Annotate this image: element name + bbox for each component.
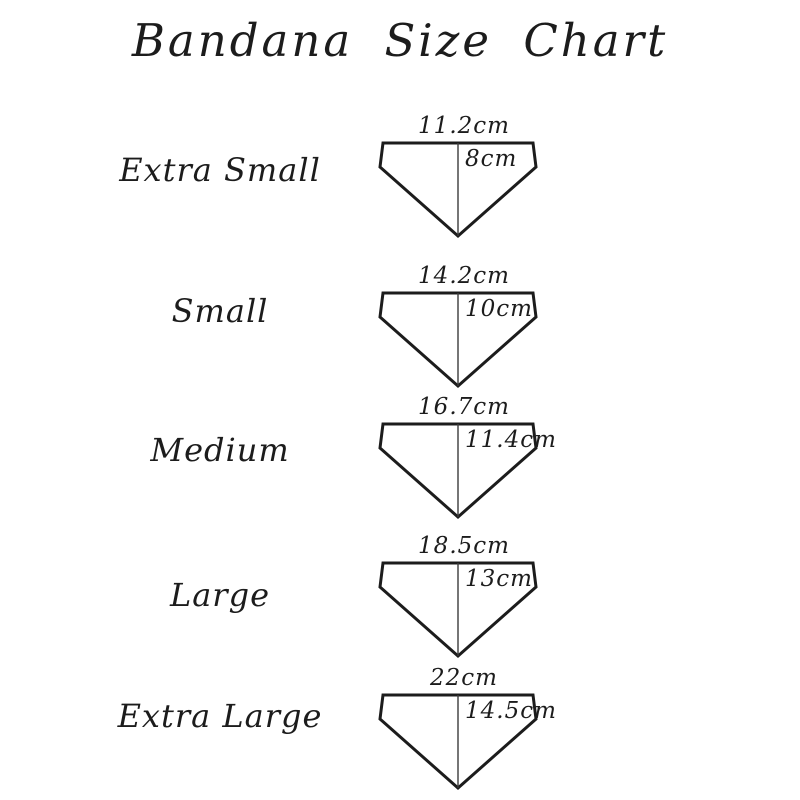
height-measurement: 13cm: [465, 566, 533, 592]
chart-title: Bandana Size Chart: [131, 14, 669, 67]
bandana-diagram: 18.5cm 13cm: [378, 533, 538, 659]
size-row-large: Large 18.5cm 13cm: [0, 533, 800, 661]
bandana-diagram: 14.2cm 10cm: [378, 263, 538, 389]
bandana-shape: [378, 561, 538, 659]
size-row-extra-small: Extra Small 11.2cm 8cm: [0, 113, 800, 241]
height-measurement: 8cm: [465, 146, 518, 172]
height-measurement: 10cm: [465, 296, 533, 322]
bandana-diagram: 16.7cm 11.4cm: [378, 394, 556, 520]
width-measurement: 11.2cm: [418, 113, 510, 139]
size-label: Medium: [150, 431, 290, 469]
bandana-shape: [378, 422, 538, 520]
size-row-small: Small 14.2cm 10cm: [0, 263, 800, 391]
bandana-shape: [378, 291, 538, 389]
width-measurement: 14.2cm: [418, 263, 510, 289]
size-label: Large: [169, 576, 271, 614]
width-measurement: 22cm: [430, 665, 498, 691]
size-label: Extra Large: [117, 697, 323, 735]
bandana-shape: [378, 141, 538, 239]
size-label: Extra Small: [119, 151, 321, 189]
size-label: Small: [171, 292, 269, 330]
bandana-diagram: 22cm 14.5cm: [378, 665, 556, 791]
width-measurement: 18.5cm: [418, 533, 510, 559]
size-row-extra-large: Extra Large 22cm 14.5cm: [0, 665, 800, 793]
size-row-medium: Medium 16.7cm 11.4cm: [0, 394, 800, 522]
height-measurement: 11.4cm: [465, 427, 557, 453]
bandana-diagram: 11.2cm 8cm: [378, 113, 538, 239]
height-measurement: 14.5cm: [465, 698, 557, 724]
bandana-shape: [378, 693, 538, 791]
width-measurement: 16.7cm: [418, 394, 510, 420]
